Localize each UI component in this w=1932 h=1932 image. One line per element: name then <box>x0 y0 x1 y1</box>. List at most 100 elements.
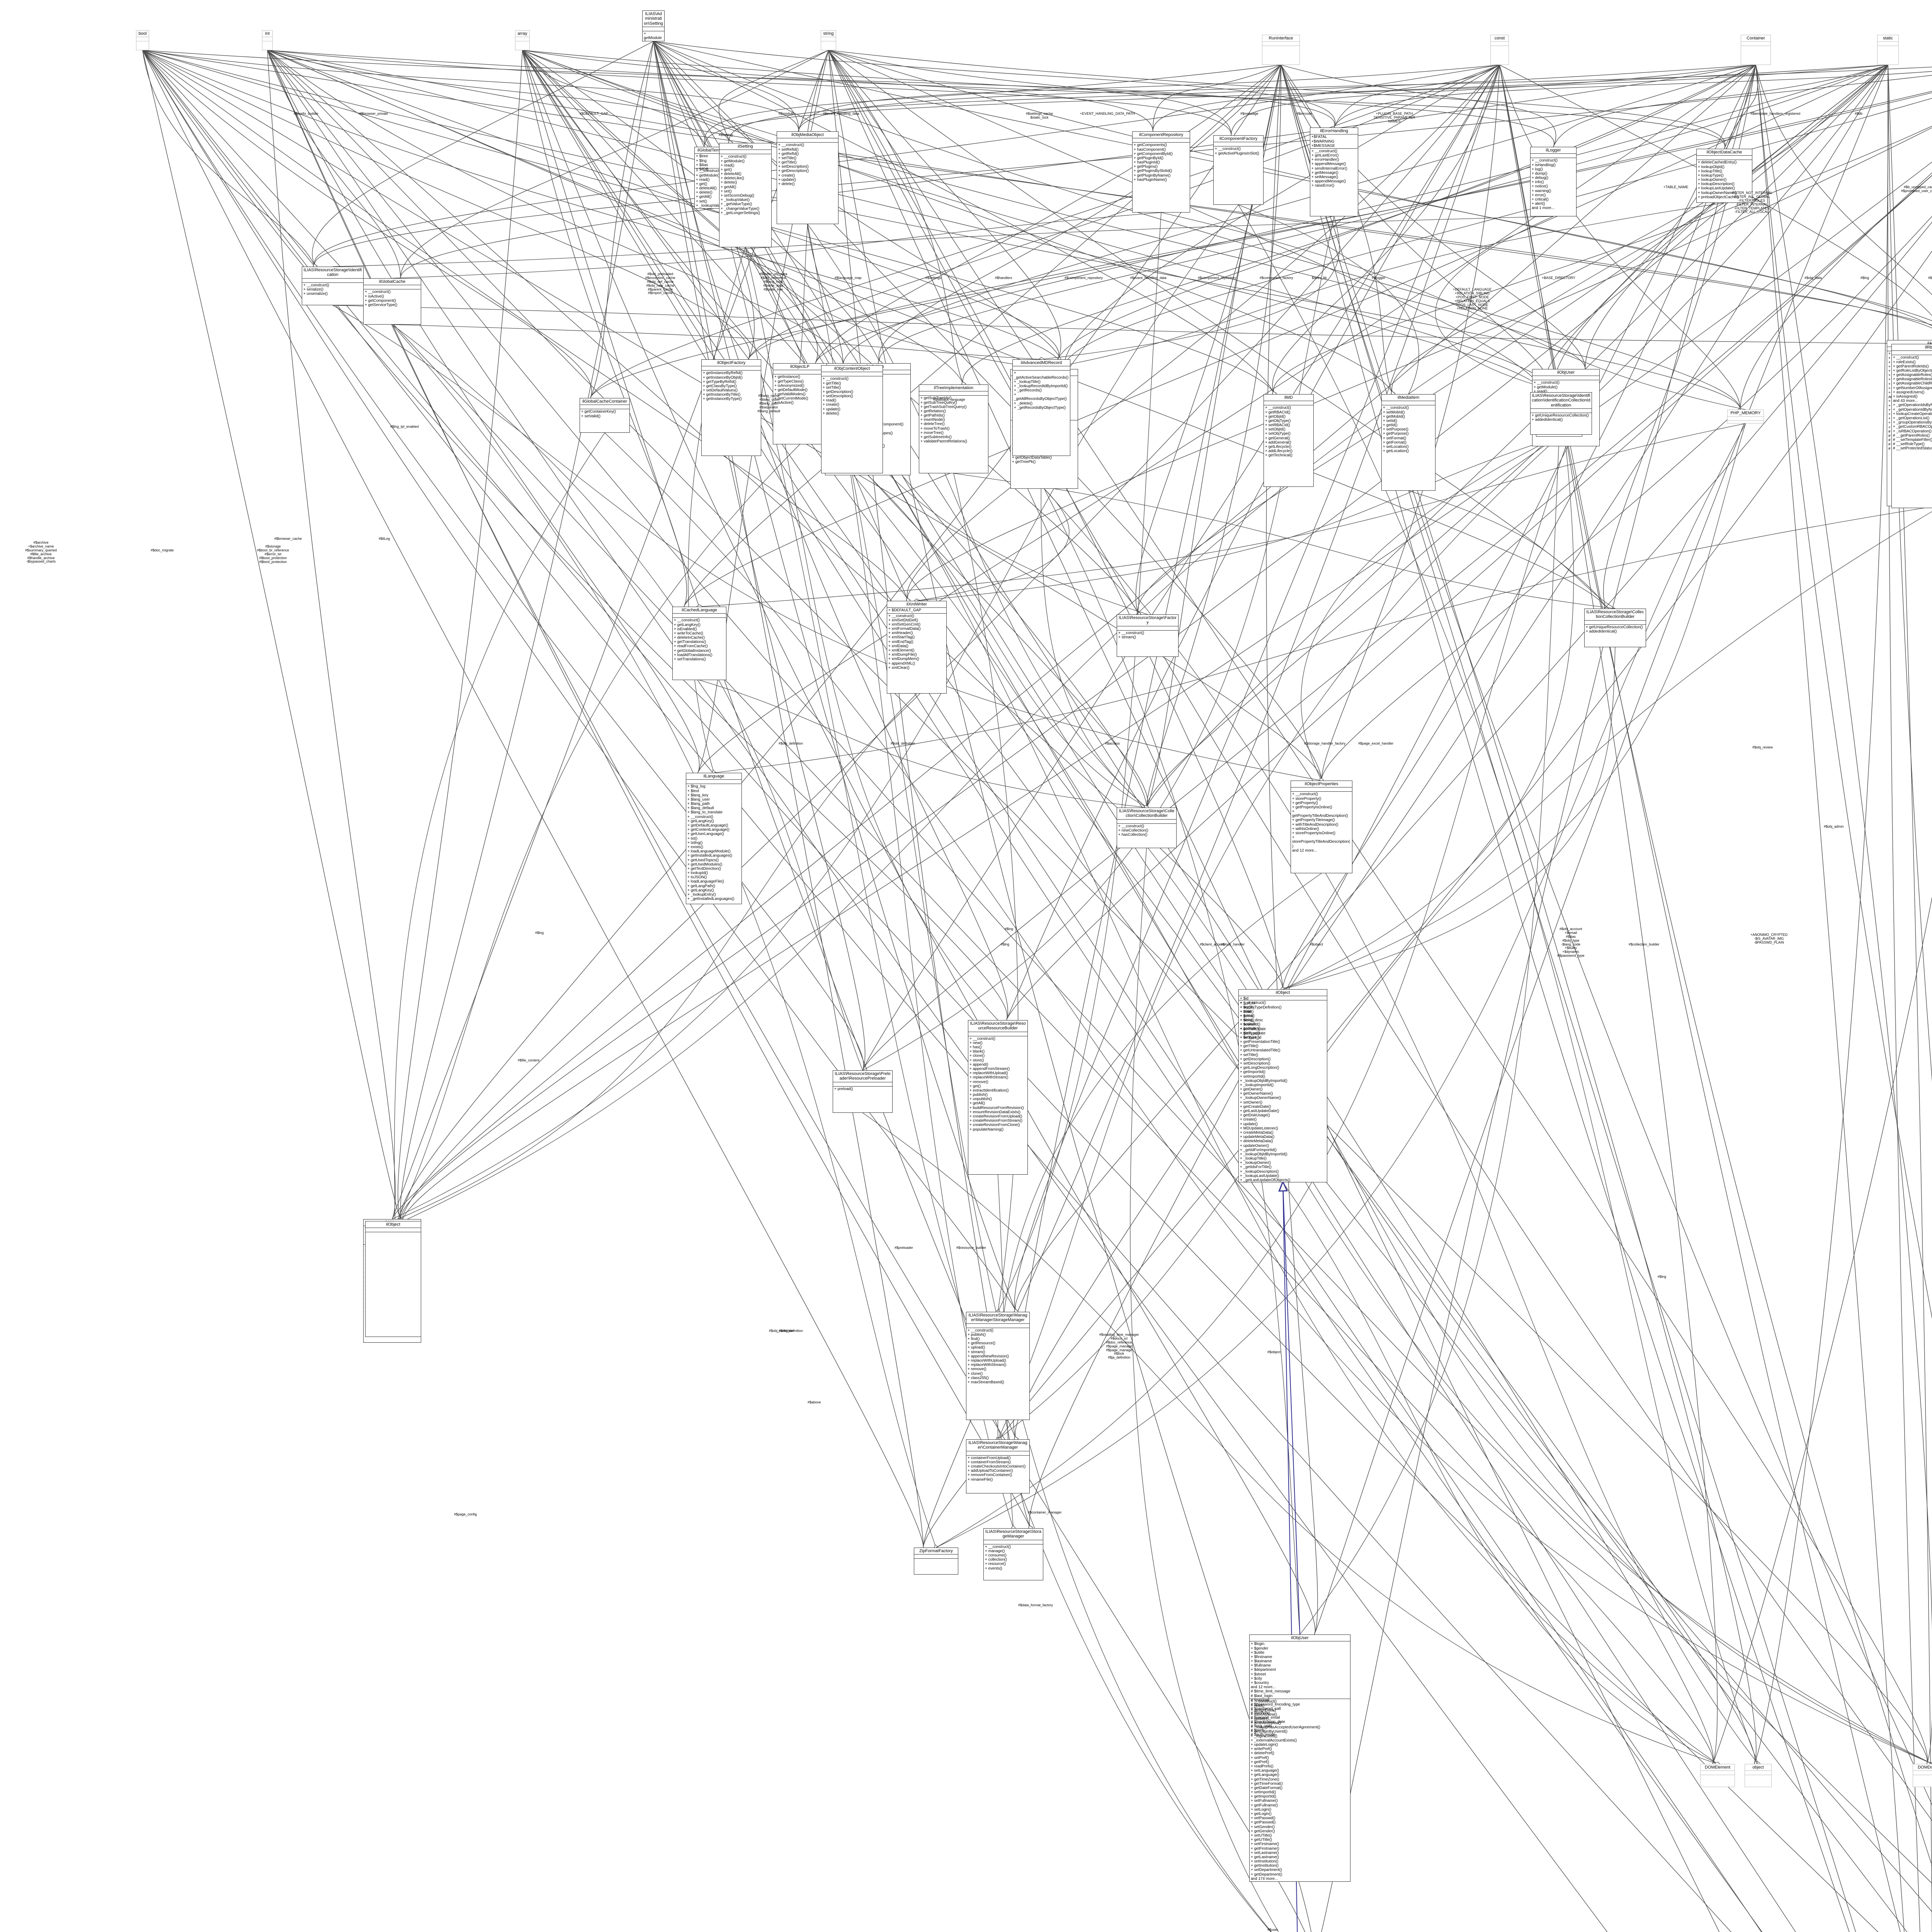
association-edge <box>828 50 1726 149</box>
association-edge <box>1152 65 1888 132</box>
class-node-container[interactable]: Container <box>1741 35 1771 65</box>
edge-label: #$obj_definition <box>779 1329 803 1333</box>
association-edge <box>828 50 1932 321</box>
class-node-domdocument[interactable]: DOMDocument <box>1913 1764 1932 1787</box>
class-node-iltreeimplementation[interactable]: ilTreeImplementation+ getSubTreeIds() + … <box>919 384 988 473</box>
class-node-attributes <box>1491 42 1509 46</box>
class-node-title: object <box>1745 1764 1771 1771</box>
edge-label: #$obj_data <box>1804 276 1822 280</box>
edge-label: #$storage #$bool_br_reference #$error_tx… <box>257 544 289 564</box>
association-edge <box>862 175 1932 1071</box>
class-node-ilobjectfactory[interactable]: ilObjectFactory+ getInstanceByRefId() + … <box>701 359 761 456</box>
class-node-methods <box>262 41 272 50</box>
class-node-methods: + __construct() + newCollection() + hasC… <box>1118 824 1148 837</box>
association-edge <box>1279 446 1574 992</box>
class-node-ilcomponentrepository[interactable]: ilComponentRepository+ getComponents() +… <box>1132 131 1190 213</box>
class-node-domelement[interactable]: DOMElement <box>1700 1764 1735 1787</box>
class-node-ilmd[interactable]: ilMD+ __construct() + getRBACId() + getO… <box>1264 394 1314 487</box>
class-node-ilmanagercontainer[interactable]: ILIAS\ResourceStorage\Manager\ContainerM… <box>966 1439 1030 1493</box>
class-node-ilpageresource[interactable]: ILIAS\ResourceStorage\ResourceResourceBu… <box>968 1020 1028 1175</box>
class-node-methods: + getUniqueResourceCollection() + addedI… <box>1532 413 1589 422</box>
class-node-ilpagemanager[interactable]: ILIAS\ResourceStorage\Manager\ManagerSto… <box>966 1312 1030 1420</box>
class-node-ilobjectproperties[interactable]: ilObjectProperties+ __construct() + stor… <box>1291 781 1352 873</box>
association-edge <box>1282 423 1746 990</box>
class-node-ilcontentmanager[interactable]: ilObjContentObject+ __construct() + getT… <box>821 365 883 473</box>
class-node-ilobj_bottom[interactable]: ilObject <box>365 1221 421 1337</box>
association-edge <box>828 50 1232 136</box>
class-node-title: static <box>1878 35 1898 42</box>
association-edge <box>267 50 1305 1932</box>
class-node-string[interactable]: string <box>821 30 836 50</box>
class-node-title: ilTreeImplementation <box>919 385 988 392</box>
class-node-methods: + __construct() + getRBACId() + getObjId… <box>1265 406 1293 458</box>
class-node-ilcomponentfactory[interactable]: ilComponentFactory+ __construct() + getA… <box>1213 135 1264 205</box>
association-edge <box>142 50 318 270</box>
class-node-ilerrorhandling[interactable]: ilErrorHandling+$FATAL +$WARNING +$MESSA… <box>1310 128 1358 216</box>
class-node-attributes <box>1878 42 1898 46</box>
class-node-methods <box>1701 1775 1735 1787</box>
class-node-ilresourcestorageidentification[interactable]: ILIAS\ResourceStorage\Identification+ __… <box>302 267 364 305</box>
edge-label: #$obj_definition <box>779 742 803 745</box>
edge-label: #$lng <box>1001 942 1010 946</box>
association-edge <box>522 50 708 150</box>
class-node-attributes <box>302 279 363 283</box>
class-node-attributes <box>1117 820 1176 824</box>
association-edge <box>1281 65 1850 1932</box>
class-node-ilresourcemanager[interactable]: ILIAS\ResourceStorage\StorageManager+ __… <box>983 1528 1043 1580</box>
class-node-methods <box>1741 46 1770 65</box>
class-node-phpmemory[interactable]: PHP_MEMORY <box>1727 410 1764 423</box>
class-node-title: ilRbacReview <box>1892 344 1932 351</box>
class-node-ilobjectdatacache[interactable]: ilObjectDataCache+ deleteCachedEntry() +… <box>1696 149 1752 203</box>
association-edge <box>1281 65 1757 1764</box>
class-node-ilcachecontainer[interactable]: ilGlobalCacheContainer+ getContainerKey(… <box>580 398 630 433</box>
class-node-methods: + __construct() + isActive() + getCompon… <box>365 290 398 307</box>
class-node-ilobjuser[interactable]: ilObjUser+ $login + $gender + $utitle + … <box>1249 1634 1350 1882</box>
class-node-ilglobalcache[interactable]: ilGlobalCache + __construct() + isActive(… <box>363 278 421 325</box>
class-node-illanguage[interactable]: ilLanguage+ $lng_log + $text + $lang_key… <box>686 773 742 904</box>
class-node-title: ilErrorHandling <box>1310 128 1358 135</box>
class-node-int[interactable]: int <box>262 30 273 50</box>
class-node-bool[interactable]: bool <box>136 30 149 50</box>
class-node-attributes <box>1214 142 1263 147</box>
class-node-ilresourcebuilder[interactable]: ILIAS\ResourceStorage\Preloader\Resource… <box>833 1070 893 1113</box>
class-node-illogger[interactable]: ilLogger+ __construct() + isHandling() +… <box>1530 147 1577 216</box>
class-node-attributes <box>966 1451 1029 1456</box>
class-node-ilresourcecollections[interactable]: ILIAS\ResourceStorage\CollectionCollecti… <box>1584 609 1646 647</box>
class-node-ilrbacreview[interactable]: ilRbacReview+ __construct() + roleExists… <box>1891 344 1932 508</box>
class-node-ilresourcestoragemanager[interactable]: ILIAS\ResourceStorage\Identification\Ide… <box>1530 392 1592 435</box>
class-node-setting[interactable]: ILIAS\Administration\Setting+ getModule(… <box>642 10 665 41</box>
class-node-title: ILIAS\ResourceStorage\Collection\Collect… <box>1117 808 1176 820</box>
association-edge <box>961 65 1756 388</box>
class-node-ilxmlwriter[interactable]: ilXmlWriter+ $DEFAULT_GAP+ __construct()… <box>887 601 947 694</box>
class-node-ilmediaobject[interactable]: ilObjMediaObject+ __construct() + setRef… <box>777 131 838 224</box>
class-node-attributes <box>1382 401 1435 406</box>
class-node-ilresourcecollection2[interactable]: ILIAS\ResourceStorage\Collection\Collect… <box>1117 808 1177 848</box>
class-node-ilresstorageimagefactory[interactable]: ILIAS\ResourceStorage\Factory+ __constru… <box>1117 614 1179 657</box>
class-node-title: ilGlobalCache <box>364 279 421 286</box>
class-node-runinterface[interactable]: RunInterface <box>1262 35 1300 65</box>
class-node-iladvancedmd[interactable]: ilAdvancedMDRecord+ _getActiveSearchable… <box>1012 359 1070 456</box>
class-node-ilsetting[interactable]: ilSetting+ __construct() + getModule() +… <box>719 143 772 247</box>
association-edge <box>1755 65 1932 1764</box>
class-node-ilmediaobjects[interactable]: ilMediaItem+ __construct() + setMobId() … <box>1381 394 1435 491</box>
class-node-const[interactable]: const <box>1490 35 1509 65</box>
class-node-title: Container <box>1741 35 1770 42</box>
class-node-methods <box>1745 1775 1771 1787</box>
class-node-title: RunInterface <box>1262 35 1299 42</box>
class-node-ilobjectlp[interactable]: ilObjectLP+ getInstance() + getTypeClass… <box>773 363 827 444</box>
class-node-static[interactable]: static <box>1877 35 1899 65</box>
association-edge <box>267 50 1608 1932</box>
class-node-title: ilObjUser <box>1250 1635 1350 1642</box>
association-edge <box>522 50 1153 132</box>
class-node-array[interactable]: array <box>515 30 530 50</box>
association-edge <box>1321 65 1756 1932</box>
class-node-title: ILIAS\ResourceStorage\Identification <box>302 267 363 279</box>
class-node-title: ILIAS\ResourceStorage\CollectionCollecti… <box>1585 609 1646 621</box>
class-node-zipfilefactory[interactable]: ZipFormatFactory <box>914 1548 958 1575</box>
class-node-ilobject[interactable]: ilObject+ $id + $ref_id + $type + $title… <box>1238 989 1327 1182</box>
class-node-methods <box>366 1232 421 1337</box>
association-edge <box>522 50 1019 1443</box>
class-node-object2[interactable]: object <box>1745 1764 1772 1787</box>
class-node-iluserlanguage[interactable]: ilCachedLanguage+ __construct() + getLan… <box>672 607 726 680</box>
class-node-attributes <box>1117 626 1178 631</box>
